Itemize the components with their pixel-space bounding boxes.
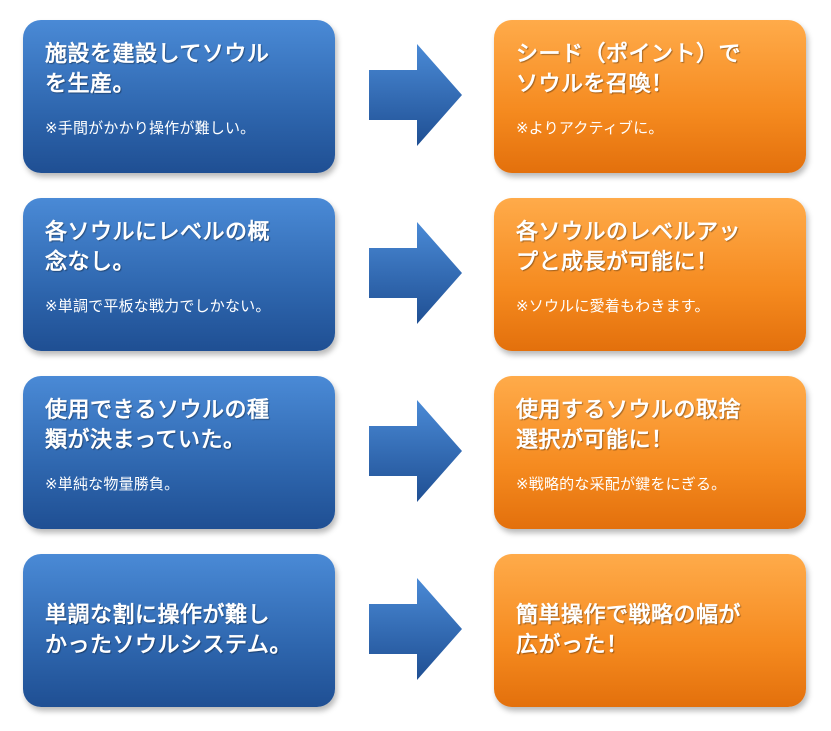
before-note-3: ※単純な物量勝負。 <box>45 475 180 493</box>
before-box-3: 使用できるソウルの種 類が決まっていた。 ※単純な物量勝負。 <box>23 376 335 529</box>
right-arrow-icon <box>369 44 462 146</box>
before-box-4: 単調な割に操作が難し かったソウルシステム。 <box>23 554 335 707</box>
right-arrow-icon <box>369 400 462 502</box>
before-box-1: 施設を建設してソウル を生産。 ※手間がかかり操作が難しい。 <box>23 20 335 173</box>
before-title-4: 単調な割に操作が難し かったソウルシステム。 <box>45 602 292 658</box>
before-title-3: 使用できるソウルの種 類が決まっていた。 <box>45 398 270 453</box>
after-note-2: ※ソウルに愛着もわきます。 <box>516 297 710 315</box>
after-note-3: ※戦略的な采配が鍵をにぎる。 <box>516 475 727 493</box>
after-title-3: 使用するソウルの取捨 選択が可能に！ <box>516 398 742 453</box>
after-title-4: 簡単操作で戦略の幅が 広がった！ <box>516 602 742 658</box>
right-arrow-icon <box>369 578 462 680</box>
after-title-2: 各ソウルのレベルアッ プと成長が可能に！ <box>516 220 742 275</box>
before-note-2: ※単調で平板な戦力でしかない。 <box>45 297 271 315</box>
after-box-4: 簡単操作で戦略の幅が 広がった！ <box>494 554 806 707</box>
after-note-1: ※よりアクティブに。 <box>516 119 664 137</box>
before-note-1: ※手間がかかり操作が難しい。 <box>45 119 256 137</box>
after-box-1: シード（ポイント）で ソウルを召喚！ ※よりアクティブに。 <box>494 20 806 173</box>
before-title-2: 各ソウルにレベルの概 念なし。 <box>45 220 271 275</box>
after-box-3: 使用するソウルの取捨 選択が可能に！ ※戦略的な采配が鍵をにぎる。 <box>494 376 806 529</box>
before-title-1: 施設を建設してソウル を生産。 <box>45 42 270 97</box>
right-arrow-icon <box>369 222 462 324</box>
after-box-2: 各ソウルのレベルアッ プと成長が可能に！ ※ソウルに愛着もわきます。 <box>494 198 806 351</box>
after-title-1: シード（ポイント）で ソウルを召喚！ <box>516 42 742 97</box>
before-box-2: 各ソウルにレベルの概 念なし。 ※単調で平板な戦力でしかない。 <box>23 198 335 351</box>
